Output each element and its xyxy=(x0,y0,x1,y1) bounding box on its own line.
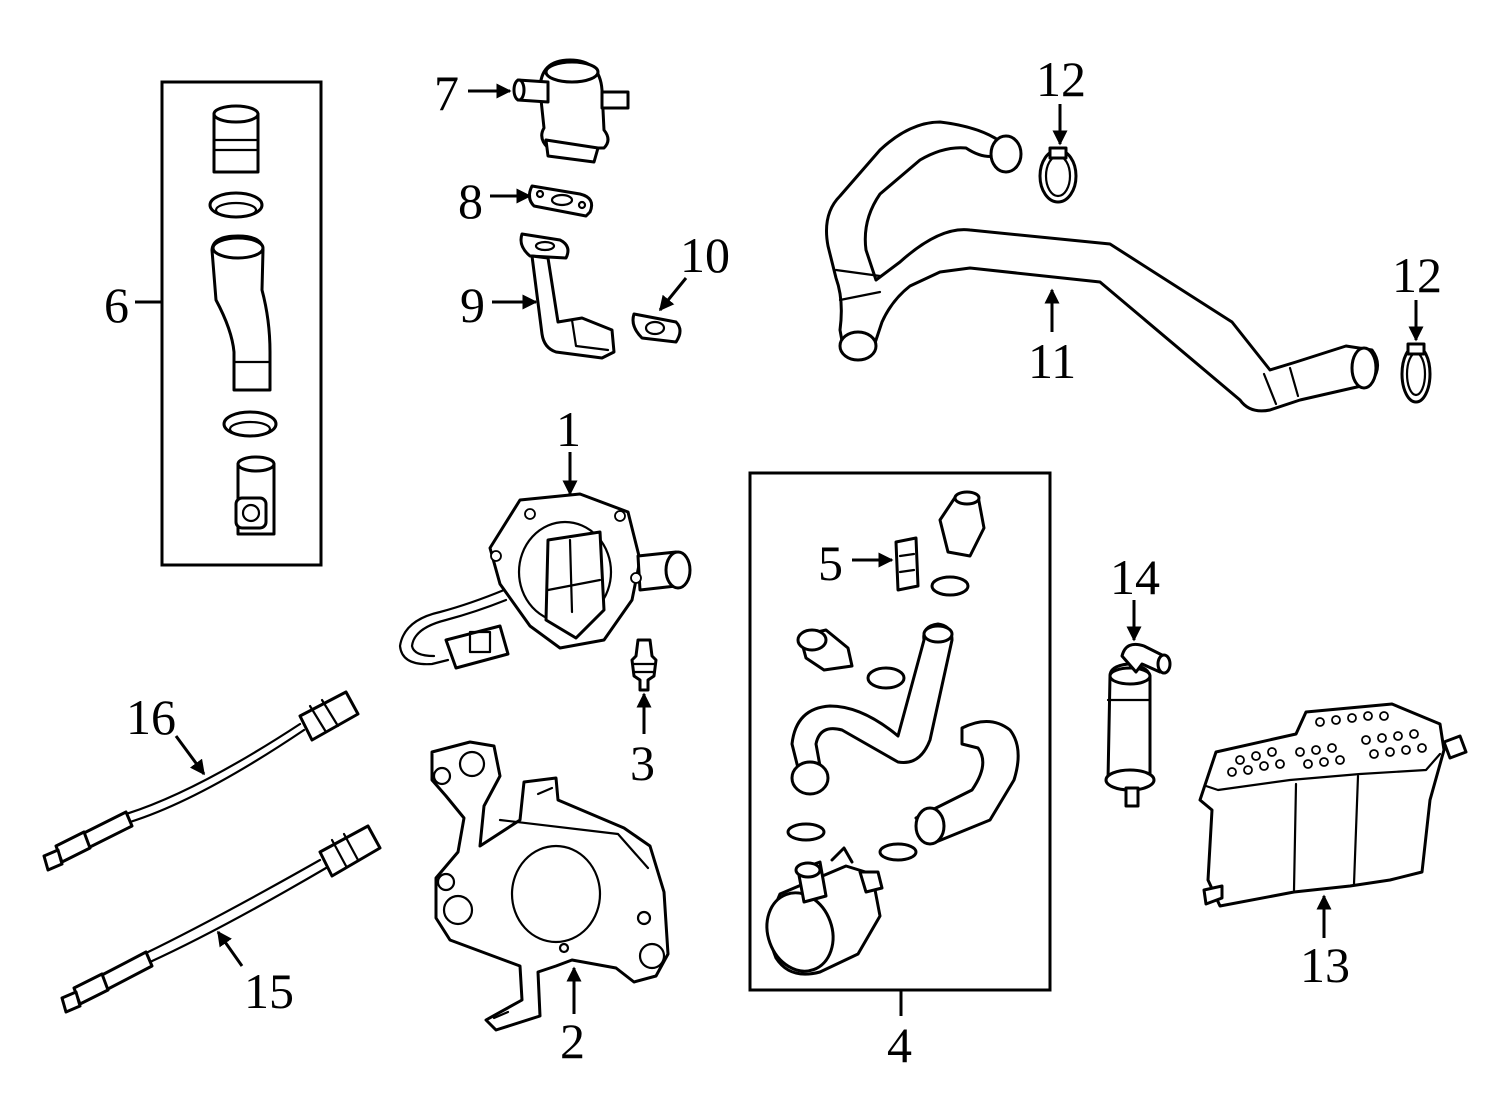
part-15-oxygen-sensor xyxy=(60,824,382,1014)
leader-16 xyxy=(174,735,206,776)
part-14-valve xyxy=(1104,642,1172,808)
callout-16: 16 xyxy=(126,689,176,745)
part-13-canister xyxy=(1198,702,1468,908)
part-16-oxygen-sensor xyxy=(42,690,360,872)
callout-3: 3 xyxy=(630,735,655,791)
callout-12b: 12 xyxy=(1392,247,1442,303)
part-7-valve xyxy=(512,58,630,164)
part-12-clamp-upper xyxy=(1038,146,1078,204)
part-2-bracket xyxy=(430,740,670,1032)
part-4-kit xyxy=(765,490,1020,976)
leader-15 xyxy=(216,930,244,967)
part-12-clamp-lower xyxy=(1400,342,1432,404)
callout-6: 6 xyxy=(104,277,129,333)
callout-9: 9 xyxy=(460,277,485,333)
callout-10: 10 xyxy=(680,227,730,283)
part-3-sensor xyxy=(630,638,658,692)
callout-7: 7 xyxy=(434,65,459,121)
callout-4: 4 xyxy=(887,1017,912,1073)
group-box-6 xyxy=(160,80,323,567)
callout-13: 13 xyxy=(1300,937,1350,993)
part-10-gasket xyxy=(631,312,682,344)
callout-5: 5 xyxy=(818,535,843,591)
part-1-pump xyxy=(398,492,692,670)
part-8-gasket xyxy=(527,184,594,218)
leader-10 xyxy=(658,277,688,312)
callout-15: 15 xyxy=(244,963,294,1019)
callout-8: 8 xyxy=(458,173,483,229)
part-6-hose-kit xyxy=(208,104,278,536)
part-9-pipe xyxy=(519,232,616,360)
callout-12a: 12 xyxy=(1036,51,1086,107)
callout-14: 14 xyxy=(1110,549,1160,605)
callout-2: 2 xyxy=(560,1013,585,1069)
callout-11: 11 xyxy=(1028,333,1076,389)
part-5-clip xyxy=(894,536,920,592)
part-11-hose xyxy=(825,120,1379,413)
callout-1: 1 xyxy=(556,401,581,457)
